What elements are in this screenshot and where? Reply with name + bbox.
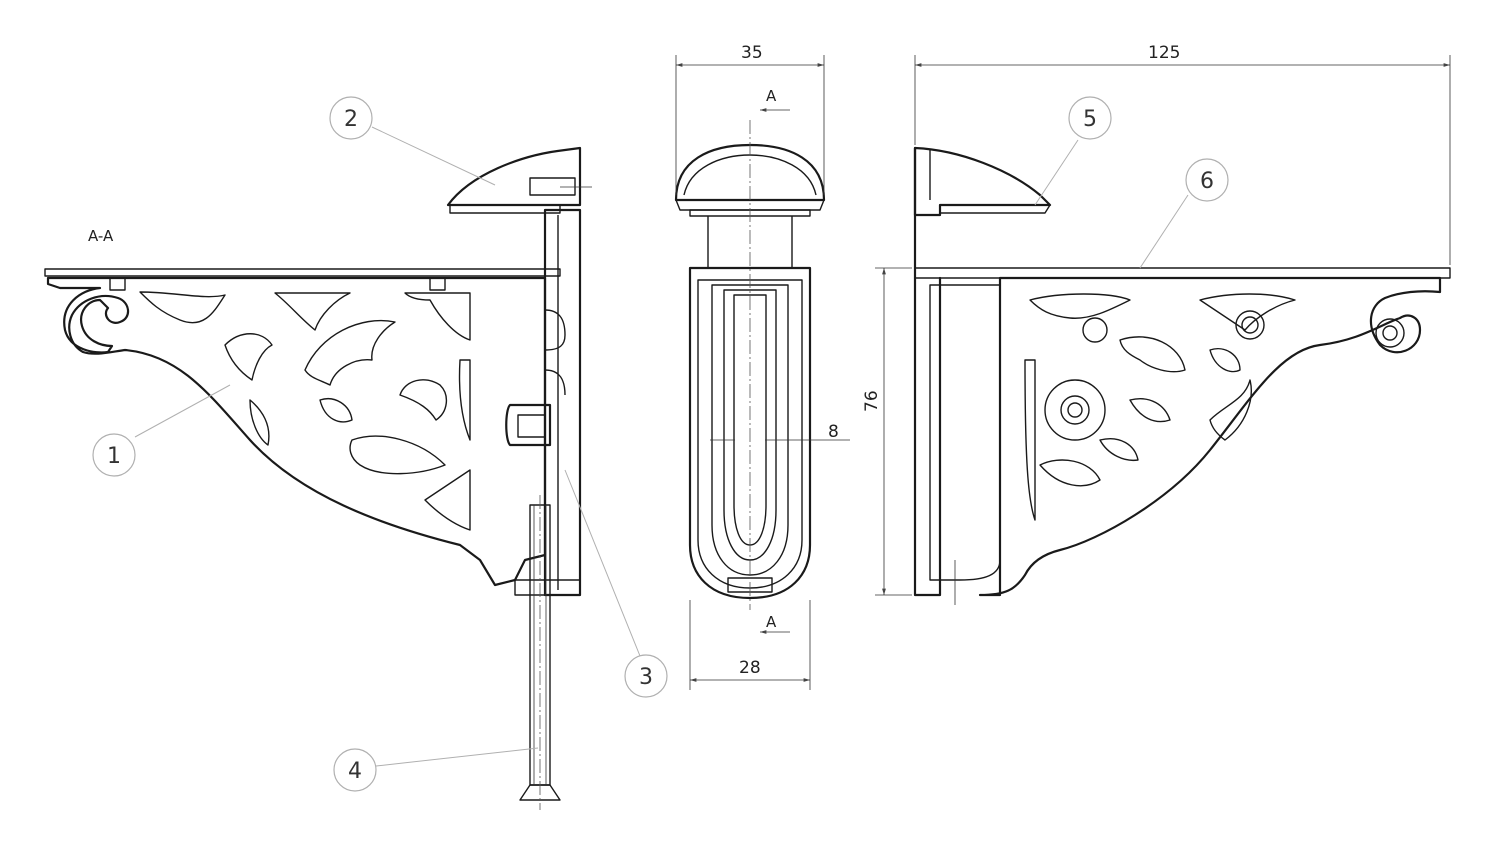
top-cap-section xyxy=(446,146,582,207)
side-bracket xyxy=(978,276,1442,597)
dim-bottom-width: 28 xyxy=(739,658,761,678)
section-mark-top: A xyxy=(766,87,777,105)
clip-section xyxy=(505,403,552,447)
callout-4-number: 4 xyxy=(348,759,362,784)
callout-2-number: 2 xyxy=(344,107,358,132)
section-mark-bottom: A xyxy=(766,613,777,631)
shelf-plank-section xyxy=(44,268,561,277)
callout-6: 6 xyxy=(1185,158,1229,202)
bolt-part-4 xyxy=(519,495,561,810)
callout-3: 3 xyxy=(624,654,668,698)
callout-4: 4 xyxy=(333,748,377,792)
callout-5: 5 xyxy=(1068,96,1112,140)
side-openings xyxy=(1024,293,1296,521)
dim-height: 76 xyxy=(862,390,882,412)
callout-1: 1 xyxy=(92,433,136,477)
callout-5-number: 5 xyxy=(1083,107,1097,132)
callout-2: 2 xyxy=(329,96,373,140)
section-label: A-A xyxy=(88,227,114,245)
section-view-a-a xyxy=(44,146,592,810)
dim-slot: 8 xyxy=(828,422,839,442)
bracket-openings xyxy=(139,291,471,531)
side-view xyxy=(875,55,1451,605)
callout-3-number: 3 xyxy=(639,665,653,690)
dim-overall-length: 125 xyxy=(1148,43,1180,63)
bracket-body-section xyxy=(46,276,547,587)
dim-top-width: 35 xyxy=(741,43,763,63)
callout-leaders xyxy=(134,126,1189,767)
callout-1-number: 1 xyxy=(107,444,121,469)
front-body xyxy=(688,266,812,600)
front-view xyxy=(674,55,850,690)
callout-6-number: 6 xyxy=(1200,169,1214,194)
